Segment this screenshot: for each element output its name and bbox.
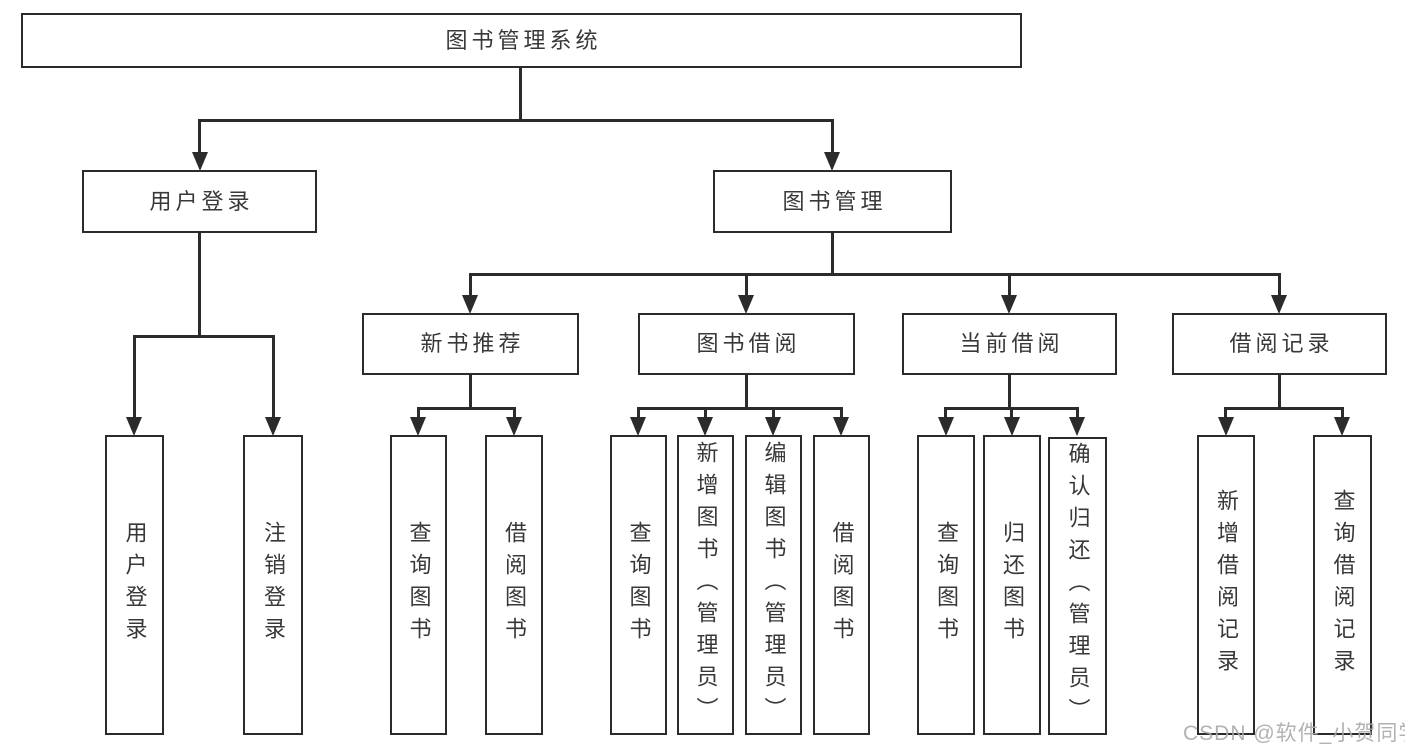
node-add-borrow-record: 新增借阅记录 <box>1197 435 1255 735</box>
node-edit-book-admin: 编辑图书（管理员） <box>745 435 802 735</box>
connector-vline <box>637 407 640 421</box>
node-return-books: 归还图书 <box>983 435 1041 735</box>
csdn-watermark: CSDN @软件_小贺同学 <box>1183 722 1405 745</box>
node-book-borrowing-label: 图书借阅 <box>696 331 801 356</box>
arrow-down-icon <box>506 417 522 436</box>
node-confirm-return-admin-label: 确认归还（管理员） <box>1065 442 1091 730</box>
arrow-down-icon <box>1004 417 1020 436</box>
node-recommend-borrow-books-label: 借阅图书 <box>502 521 527 649</box>
arrow-down-icon <box>697 417 713 436</box>
connector-vline <box>745 375 748 410</box>
node-borrowing-borrow-books-label: 借阅图书 <box>829 521 855 649</box>
connector-vline <box>272 335 275 421</box>
node-add-book-admin-label: 新增图书（管理员） <box>693 441 719 729</box>
node-logout: 注销登录 <box>243 435 303 735</box>
connector-hline <box>199 119 834 122</box>
node-confirm-return-admin: 确认归还（管理员） <box>1048 437 1107 735</box>
arrow-down-icon <box>1069 417 1085 436</box>
connector-hline <box>417 407 516 410</box>
arrow-down-icon <box>1001 295 1017 314</box>
arrow-down-icon <box>765 417 781 436</box>
node-new-book-recommend: 新书推荐 <box>362 313 579 375</box>
node-borrowing-records: 借阅记录 <box>1172 313 1387 375</box>
node-query-borrow-record: 查询借阅记录 <box>1313 435 1372 735</box>
connector-vline <box>198 119 201 155</box>
connector-vline <box>831 233 834 276</box>
node-return-books-label: 归还图书 <box>1000 521 1025 649</box>
node-user-login-module: 用户登录 <box>82 170 317 233</box>
node-book-management-module-label: 图书管理 <box>782 188 887 214</box>
node-borrowing-query-books: 查询图书 <box>610 435 667 735</box>
connector-vline <box>944 407 947 421</box>
node-add-borrow-record-label: 新增借阅记录 <box>1214 489 1239 681</box>
connector-vline <box>417 407 420 421</box>
node-borrowing-records-label: 借阅记录 <box>1229 331 1334 356</box>
connector-vline <box>772 407 775 421</box>
connector-vline <box>840 407 843 421</box>
connector-vline <box>1076 407 1079 421</box>
node-recommend-query-books-label: 查询图书 <box>406 521 432 649</box>
node-logout-label: 注销登录 <box>261 521 286 649</box>
arrow-down-icon <box>738 295 754 314</box>
arrow-down-icon <box>265 417 281 436</box>
arrow-down-icon <box>192 152 208 171</box>
arrow-down-icon <box>410 417 426 436</box>
arrow-down-icon <box>938 417 954 436</box>
arrow-down-icon <box>126 417 142 436</box>
node-recommend-borrow-books: 借阅图书 <box>485 435 543 735</box>
node-query-borrow-record-label: 查询借阅记录 <box>1330 489 1356 681</box>
node-current-borrowing: 当前借阅 <box>902 313 1117 375</box>
arrow-down-icon <box>630 417 646 436</box>
connector-vline <box>198 233 201 338</box>
node-recommend-query-books: 查询图书 <box>390 435 447 735</box>
connector-vline <box>1008 375 1011 410</box>
node-book-management-module: 图书管理 <box>713 170 952 233</box>
connector-vline <box>133 335 136 421</box>
connector-vline <box>1010 407 1013 421</box>
connector-vline <box>1008 273 1011 298</box>
connector-vline <box>745 273 748 298</box>
node-borrowing-borrow-books: 借阅图书 <box>813 435 870 735</box>
connector-hline <box>1224 407 1344 410</box>
arrow-down-icon <box>1334 417 1350 436</box>
node-current-query-books: 查询图书 <box>917 435 975 735</box>
connector-vline <box>513 407 516 421</box>
connector-vline <box>1278 273 1281 298</box>
connector-vline <box>1224 407 1227 421</box>
node-current-query-books-label: 查询图书 <box>934 521 959 649</box>
connector-vline <box>831 119 834 155</box>
connector-vline <box>469 273 472 298</box>
connector-vline <box>704 407 707 421</box>
node-new-book-recommend-label: 新书推荐 <box>420 331 525 356</box>
node-user-login-module-label: 用户登录 <box>149 188 254 214</box>
node-login: 用户登录 <box>105 435 164 735</box>
connector-hline <box>469 273 1281 276</box>
arrow-down-icon <box>462 295 478 314</box>
node-add-book-admin: 新增图书（管理员） <box>677 435 734 735</box>
arrow-down-icon <box>824 152 840 171</box>
node-borrowing-query-books-label: 查询图书 <box>626 521 652 649</box>
node-edit-book-admin-label: 编辑图书（管理员） <box>761 441 787 729</box>
node-current-borrowing-label: 当前借阅 <box>959 331 1064 356</box>
arrow-down-icon <box>833 417 849 436</box>
connector-vline <box>1341 407 1344 421</box>
connector-hline <box>637 407 843 410</box>
connector-vline <box>519 68 522 121</box>
node-system-root: 图书管理系统 <box>21 13 1022 68</box>
node-system-root-label: 图书管理系统 <box>445 27 602 53</box>
node-book-borrowing: 图书借阅 <box>638 313 855 375</box>
connector-vline <box>1278 375 1281 410</box>
connector-hline <box>133 335 275 338</box>
arrow-down-icon <box>1271 295 1287 314</box>
arrow-down-icon <box>1218 417 1234 436</box>
connector-vline <box>469 375 472 410</box>
node-login-label: 用户登录 <box>122 521 148 649</box>
